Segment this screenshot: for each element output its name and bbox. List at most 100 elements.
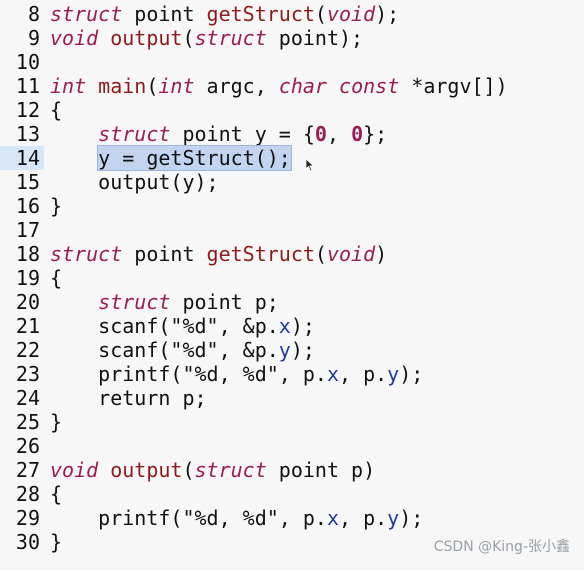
code-text: printf("%d, %d", p.x, p.y); — [50, 362, 423, 386]
code-token — [98, 458, 110, 482]
code-line[interactable]: 30} — [0, 530, 584, 554]
line-number: 16 — [15, 194, 40, 218]
line-number: 23 — [15, 362, 40, 386]
code-token: ); — [290, 338, 315, 362]
code-token: output(y); — [50, 170, 219, 194]
code-text: scanf("%d", &p.x); — [50, 314, 315, 338]
line-number: 15 — [15, 170, 40, 194]
code-token: void — [326, 242, 376, 266]
code-token: printf("%d, %d", p. — [50, 362, 327, 386]
code-token: *argv[]) — [399, 74, 508, 98]
code-token: ); — [375, 2, 400, 26]
code-token: struct — [50, 242, 123, 266]
code-line[interactable]: 18 struct point getStruct(void) — [0, 242, 584, 266]
code-token: getStruct — [206, 242, 315, 266]
watermark-text: CSDN @King-张小鑫 — [433, 539, 570, 555]
line-number: 19 — [15, 266, 40, 290]
code-line[interactable]: 17 — [0, 218, 584, 242]
code-line[interactable]: 25} — [0, 410, 584, 434]
code-line[interactable]: 28 { — [0, 482, 584, 506]
code-token: { — [50, 98, 63, 122]
code-token: point p; — [170, 290, 279, 314]
code-token: point y = { — [170, 122, 315, 146]
code-line[interactable]: 16} — [0, 194, 584, 218]
code-text: struct point p; — [50, 290, 279, 314]
line-number: 18 — [15, 242, 40, 266]
selected-code-token: y = getStruct(); — [97, 145, 292, 171]
code-token: argc, — [194, 74, 279, 98]
code-token: void — [50, 458, 99, 482]
code-text: output(y); — [50, 170, 219, 194]
code-line[interactable]: 26 — [0, 434, 584, 458]
code-text: struct point y = {0, 0}; — [50, 122, 387, 146]
code-token: } — [50, 410, 63, 434]
code-token: point — [122, 2, 207, 26]
code-token: } — [50, 194, 63, 218]
code-token: int — [158, 74, 195, 98]
code-token: ( — [314, 242, 327, 266]
code-token: x — [326, 362, 339, 386]
code-line[interactable]: 10 — [0, 50, 584, 74]
code-line[interactable]: 13 struct point y = {0, 0}; — [0, 122, 584, 146]
code-token: struct — [50, 2, 123, 26]
code-token — [86, 74, 98, 98]
code-text: } — [50, 194, 62, 218]
line-number: 21 — [15, 314, 40, 338]
line-number: 25 — [15, 410, 40, 434]
code-token: ); — [290, 314, 315, 338]
code-token: ( — [146, 74, 159, 98]
code-token: void — [326, 2, 376, 26]
mouse-pointer-icon — [305, 158, 315, 172]
code-line[interactable]: 12{ — [0, 98, 584, 122]
code-token: scanf("%d", &p. — [50, 314, 279, 338]
line-number: 20 — [15, 290, 40, 314]
code-token: 0 — [314, 122, 327, 146]
code-text: scanf("%d", &p.y); — [50, 338, 315, 362]
line-number: 28 — [15, 482, 40, 506]
code-token — [98, 26, 110, 50]
code-token: char — [278, 74, 327, 98]
code-text: struct point getStruct(void) — [50, 242, 387, 266]
line-number: 10 — [15, 50, 40, 74]
code-token: , — [326, 122, 352, 146]
code-line[interactable]: 14 y = getStruct(); — [0, 145, 584, 171]
code-token: ) — [375, 242, 388, 266]
code-token: void — [50, 26, 99, 50]
code-line[interactable]: 29 printf("%d, %d", p.x, p.y); — [0, 506, 584, 530]
code-line[interactable]: 22 scanf("%d", &p.y); — [0, 338, 584, 362]
code-line[interactable]: 23 printf("%d, %d", p.x, p.y); — [0, 362, 584, 386]
code-token: ); — [399, 362, 424, 386]
code-line[interactable]: 24 return p; — [0, 386, 584, 410]
code-token: getStruct — [206, 2, 315, 26]
current-line-highlight — [0, 146, 44, 170]
code-token: output — [110, 26, 183, 50]
line-number: 13 — [15, 122, 40, 146]
line-number: 11 — [15, 74, 40, 98]
code-token — [50, 122, 98, 146]
line-number: 17 — [15, 218, 40, 242]
code-token: , p. — [339, 506, 388, 530]
code-token: const — [339, 74, 400, 98]
code-token: point — [122, 242, 207, 266]
code-token: struct — [194, 458, 267, 482]
code-token — [327, 74, 339, 98]
code-token: { — [50, 482, 63, 506]
code-line[interactable]: 19{ — [0, 266, 584, 290]
code-token: } — [50, 530, 63, 554]
code-token: struct — [194, 26, 267, 50]
code-token: }; — [363, 122, 388, 146]
line-number: 27 — [15, 458, 40, 482]
code-token: , p. — [339, 362, 388, 386]
code-text: y = getStruct(); — [50, 145, 292, 171]
line-number: 9 — [27, 26, 40, 50]
code-token: ( — [182, 458, 195, 482]
code-line[interactable]: 15 output(y); — [0, 170, 584, 194]
code-line[interactable]: 20 struct point p; — [0, 290, 584, 314]
code-text: return p; — [50, 386, 206, 410]
code-line[interactable]: 21 scanf("%d", &p.x); — [0, 314, 584, 338]
